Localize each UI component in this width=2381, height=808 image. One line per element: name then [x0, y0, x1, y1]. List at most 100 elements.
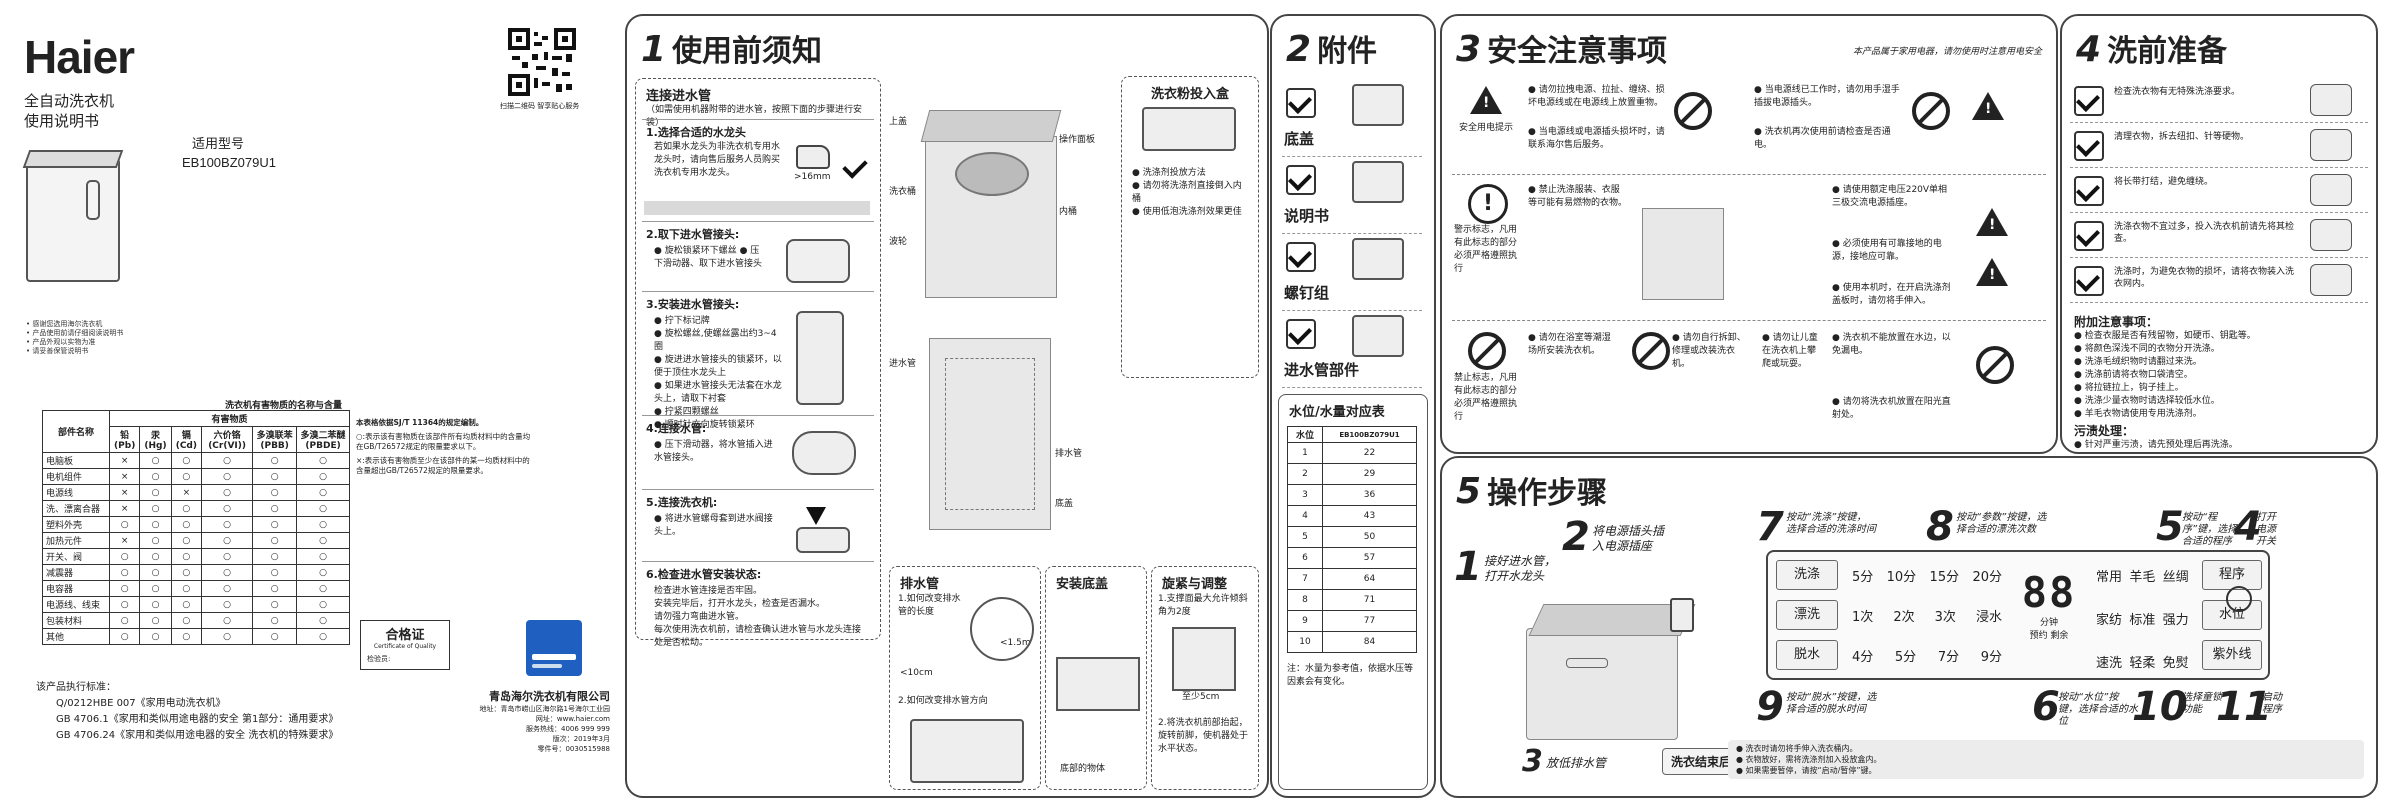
attention-list: ● 检查衣服是否有残留物，如硬币、钥匙等。● 将颜色深浅不同的衣物分开洗涤。● … — [2074, 330, 2368, 421]
detergent-item: ● 请勿将洗涤剂直接倒入内桶 — [1132, 181, 1242, 204]
prewash-text: 洗涤时，为避免衣物的损坏，请将衣物装入洗衣网内。 — [2114, 267, 2295, 289]
accessory-item: 进水管部件 — [1282, 311, 1422, 388]
panel-number: 3 — [1456, 29, 1482, 70]
rohs-cell: ○ — [170, 468, 203, 485]
water-level-cell: 5 — [1287, 526, 1323, 548]
step-number: 4 — [2234, 504, 2262, 550]
step-1-title: 1.选择合适的水龙头 — [646, 126, 746, 139]
rohs-body: 电脑板×○○○○○电机组件×○○○○○电源线×○×○○○洗、漂离合器×○○○○○… — [42, 452, 350, 645]
operation-notes: ● 洗衣时请勿将手伸入洗衣桶内。 ● 衣物放好，需将洗涤剂加入投放盒内。 ● 如… — [1728, 740, 2364, 779]
accessory-item: 螺钉组 — [1282, 234, 1422, 311]
box-title: 连接进水管 — [646, 89, 712, 104]
safety-row-label: 禁止标志，凡用有此标志的部分必须严格遵照执行 — [1454, 373, 1518, 422]
prewash-text: 检查洗衣物有无特殊洗涤要求。 — [2114, 87, 2241, 97]
diagram-label: 底盖 — [1055, 499, 1074, 509]
step-3-item: ● 如果进水管接头无法套在水龙头上，请取下衬套 — [654, 381, 782, 404]
panel-title-text: 洗前准备 — [2107, 34, 2228, 69]
faucet-dimension: >16mm — [794, 172, 831, 182]
rohs-cell: × — [108, 484, 141, 501]
rohs-cell: ○ — [170, 548, 203, 565]
program-option: 轻柔 — [2129, 656, 2156, 671]
detergent-title: 洗衣粉投入盒 — [1150, 87, 1229, 102]
washer-operation-illustration — [1526, 598, 1696, 740]
rohs-cell: ○ — [296, 516, 350, 533]
rohs-cell: ○ — [108, 612, 141, 629]
water-volume-cell: 50 — [1321, 526, 1418, 548]
cover-note: • 感谢您选用海尔洗衣机 — [26, 320, 103, 328]
company-name: 青岛海尔洗衣机有限公司 — [489, 690, 610, 703]
rohs-group-header: 有害物质 — [109, 410, 350, 427]
rohs-cell: × — [108, 532, 141, 549]
brand-logo: Haier — [24, 31, 135, 83]
prewash-item: 清理衣物，拆去纽扣、针等硬物。 — [2070, 123, 2368, 168]
drain-step-1: 1.如何改变排水管的长度 — [898, 594, 961, 617]
prewash-item: 检查洗衣物有无特殊洗涤要求。 — [2070, 78, 2368, 123]
rohs-cell: ○ — [139, 452, 172, 469]
washer-safety-illustration — [1642, 208, 1724, 300]
program-button[interactable]: 程序 — [2202, 560, 2262, 590]
safety-row-prohibit: 禁止标志，凡用有此标志的部分必须严格遵照执行 ● 请勿在浴室等潮湿场所安装洗衣机… — [1452, 326, 2046, 446]
program-option: 速洗 — [2096, 656, 2123, 671]
connector-illustration — [786, 239, 850, 283]
accessory-picture — [1352, 238, 1404, 280]
step-1-text: 若如果水龙头为非洗衣机专用水龙头时，请向售后服务人员购买洗衣机专用水龙头。 — [654, 142, 781, 178]
rohs-cell: ○ — [252, 452, 298, 469]
uv-button[interactable]: 紫外线 — [2202, 640, 2262, 670]
rinse-button[interactable]: 漂洗 — [1776, 600, 1838, 630]
power-button[interactable] — [2226, 586, 2252, 612]
program-option: 丝绸 — [2162, 570, 2189, 585]
rohs-cell: ○ — [170, 580, 203, 597]
step-number: 8 — [1926, 504, 1954, 550]
rohs-row: 电源线、线束○○○○○○ — [42, 596, 350, 613]
rohs-cell: ○ — [252, 580, 298, 597]
water-volume-cell: 43 — [1321, 505, 1418, 527]
rohs-cell: ○ — [170, 500, 203, 517]
water-level-cell: 3 — [1287, 484, 1323, 506]
step-3-item: ● 顺时针方向旋转锁紧环 — [654, 420, 755, 430]
rohs-header: 多溴联苯(PBB) — [252, 426, 298, 453]
control-panel: 7 按动“洗涤”按键，选择合适的洗涤时间 8 按动“参数”按键，选择合适的漂洗次… — [1756, 504, 2282, 738]
attention-item: ● 洗涤少量衣物时请选择较低水位。 — [2074, 396, 2220, 406]
step-4-title: 4.连接水管: — [646, 422, 707, 435]
model-label: 适用型号 — [192, 137, 245, 152]
prohibit-icon — [1674, 92, 1712, 130]
company-hotline: 服务热线：4006 999 999 — [526, 725, 610, 733]
spin-button[interactable]: 脱水 — [1776, 640, 1838, 670]
safety-row-warning: ! 警示标志，凡用有此标志的部分必须严格遵照执行 ● 禁止洗涤服装、衣服等可能有… — [1452, 178, 2046, 321]
safety-text: ● 请勿在浴室等潮湿场所安装洗衣机。 — [1528, 333, 1611, 356]
rohs-cell: ○ — [252, 484, 298, 501]
step-1-note — [644, 201, 870, 215]
warning-triangle-icon — [1976, 258, 2008, 286]
rohs-cell: ○ — [108, 596, 141, 613]
rohs-cell: ○ — [108, 516, 141, 533]
prewash-text: 将长带打结，避免缠绕。 — [2114, 177, 2214, 187]
quality-certificate: 合格证 Certificate of Quality 检验员: — [360, 620, 450, 670]
accessory-name: 螺钉组 — [1284, 284, 1330, 302]
exclamation-icon: ! — [1468, 184, 1508, 224]
panel-title-text: 操作步骤 — [1487, 476, 1608, 511]
water-level-cell: 1 — [1287, 442, 1323, 464]
accessory-picture — [1352, 161, 1404, 203]
wash-button[interactable]: 洗涤 — [1776, 560, 1838, 590]
rohs-note: ×:表示该有害物质至少在该部件的某一均质材料中的含量超出GB/T26572规定的… — [356, 456, 530, 475]
hose-connect-illustration — [792, 431, 856, 475]
rohs-table: 部件名称 有害物质 铅(Pb) 汞(Hg) 镉(Cd) 六价铬(Cr(VI)) … — [42, 410, 350, 645]
rohs-cell: ○ — [201, 532, 254, 549]
step-number: 2 — [1562, 514, 1590, 560]
step-text: 接好进水管，打开水龙头 — [1484, 554, 1557, 583]
step-text: 按动“水位”按键，选择合适的水位 — [2058, 692, 2138, 727]
step-6-title: 6.检查进水管安装状态: — [646, 568, 762, 581]
rohs-cell: ○ — [252, 500, 298, 517]
rohs-cell: ○ — [201, 548, 254, 565]
step-number: 1 — [1454, 544, 1482, 590]
warning-triangle-icon — [1972, 92, 2004, 120]
faucet-assembly-illustration — [796, 311, 844, 405]
rohs-row: 开关、阀○○○○○○ — [42, 548, 350, 565]
cover-title-1: 全自动洗衣机 — [24, 92, 115, 110]
rohs-header: 多溴二苯醚(PBDE) — [296, 426, 350, 453]
